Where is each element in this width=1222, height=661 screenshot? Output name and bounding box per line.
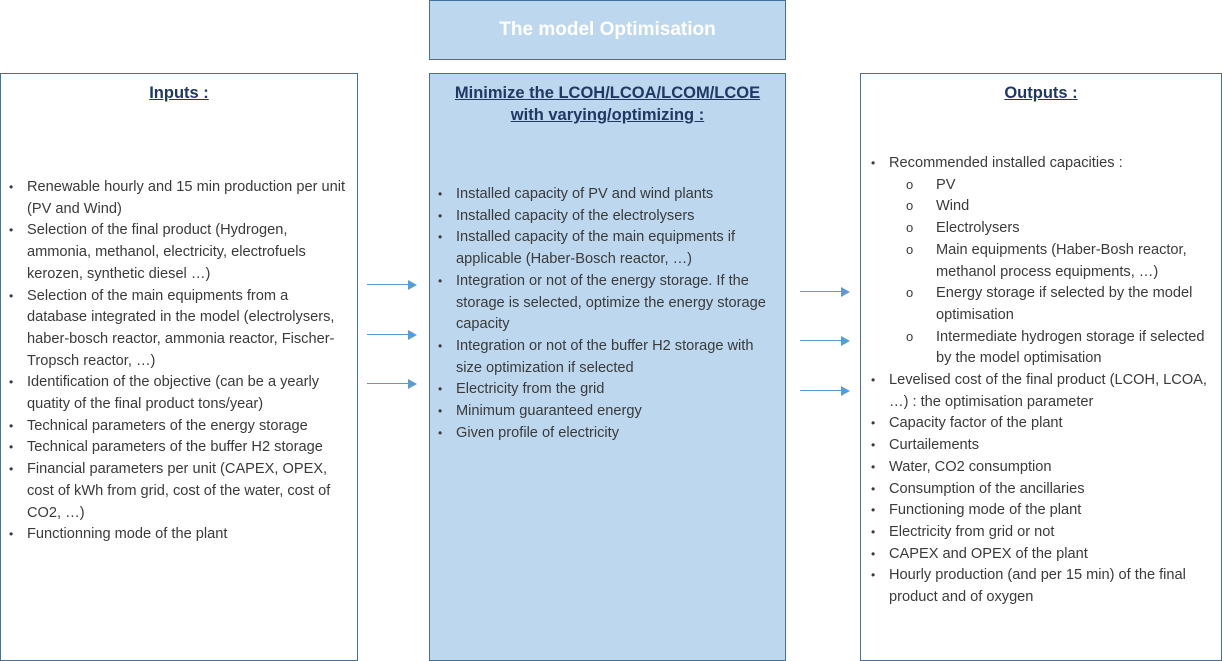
arrow-right-icon [367,379,417,389]
optimisation-list: Installed capacity of PV and wind plants… [438,184,780,444]
inputs-item: Financial parameters per unit (CAPEX, OP… [9,459,349,524]
capacity-subitem: Intermediate hydrogen storage if selecte… [889,326,1216,370]
optimisation-item: Installed capacity of PV and wind plants [438,184,780,206]
capacity-subitem: Wind [889,195,1216,218]
arrow-right-icon [800,386,850,396]
capacities-label: Recommended installed capacities : [889,155,1123,171]
outputs-item: Hourly production (and per 15 min) of th… [871,565,1216,608]
inputs-item: Functionning mode of the plant [9,524,349,546]
outputs-item-capacities: Recommended installed capacities : PV Wi… [871,153,1216,370]
capacity-subitem: PV [889,174,1216,197]
outputs-item: Water, CO2 consumption [871,457,1216,479]
inputs-item: Identification of the objective (can be … [9,372,349,415]
inputs-item: Selection of the main equipments from a … [9,286,349,373]
capacity-subitem: Main equipments (Haber-Bosh reactor, met… [889,239,1216,283]
inputs-item: Technical parameters of the buffer H2 st… [9,437,349,459]
arrow-right-icon [800,287,850,297]
outputs-item: CAPEX and OPEX of the plant [871,544,1216,566]
capacities-sublist: PV Wind Electrolysers Main equipments (H… [889,174,1216,370]
optimisation-item: Given profile of electricity [438,423,780,445]
title-box: The model Optimisation [429,0,786,60]
optimisation-item: Minimum guaranteed energy [438,401,780,423]
arrow-right-icon [367,280,417,290]
optimisation-item: Integration or not of the buffer H2 stor… [438,336,780,379]
optimisation-item: Installed capacity of the electrolysers [438,206,780,228]
outputs-item: Capacity factor of the plant [871,413,1216,435]
inputs-list: Renewable hourly and 15 min production p… [9,177,349,546]
outputs-item: Curtailements [871,435,1216,457]
outputs-list: Recommended installed capacities : PV Wi… [871,153,1216,609]
inputs-item: Selection of the final product (Hydrogen… [9,220,349,285]
capacity-subitem: Electrolysers [889,217,1216,240]
diagram-title: The model Optimisation [499,19,716,40]
outputs-item: Functioning mode of the plant [871,500,1216,522]
inputs-item: Technical parameters of the energy stora… [9,416,349,438]
arrow-right-icon [800,336,850,346]
optimisation-item: Electricity from the grid [438,379,780,401]
inputs-heading: Inputs : [149,84,209,102]
outputs-item: Consumption of the ancillaries [871,479,1216,501]
inputs-item: Renewable hourly and 15 min production p… [9,177,349,220]
arrow-right-icon [367,330,417,340]
outputs-heading: Outputs : [1004,84,1078,102]
outputs-item: Electricity from grid or not [871,522,1216,544]
outputs-item: Levelised cost of the final product (LCO… [871,370,1216,413]
optimisation-item: Installed capacity of the main equipment… [438,227,780,270]
optimisation-item: Integration or not of the energy storage… [438,271,780,336]
capacity-subitem: Energy storage if selected by the model … [889,282,1216,326]
optimisation-heading: Minimize the LCOH/LCOA/LCOM/LCOE with va… [454,84,761,124]
